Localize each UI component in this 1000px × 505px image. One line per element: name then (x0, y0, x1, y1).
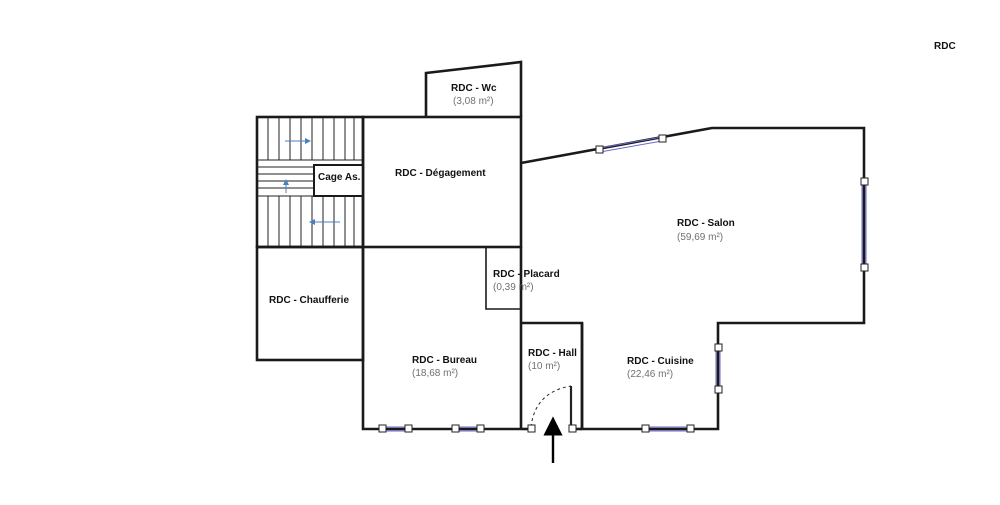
level-label: RDC (934, 41, 956, 52)
room-chaufferie: RDC - Chaufferie (269, 295, 349, 306)
windows (378, 134, 869, 433)
room-wc: RDC - Wc (3,08 m²) (451, 83, 497, 107)
window-bureau-right (451, 424, 485, 433)
window-salon-right (860, 177, 869, 272)
window-cuisine-right (714, 343, 723, 394)
window-bureau-left (378, 424, 413, 433)
room-bureau: RDC - Bureau (18,68 m²) (412, 355, 477, 379)
stair-direction-arrow-icon (283, 138, 340, 225)
door-swing-icon (530, 385, 573, 428)
hall-door-post-left (527, 424, 536, 433)
room-chaufferie-name: RDC - Chaufferie (269, 295, 349, 306)
room-cuisine: RDC - Cuisine (22,46 m²) (627, 356, 694, 380)
room-cage-name: Cage As. (318, 172, 361, 183)
room-hall-name: RDC - Hall (528, 348, 577, 359)
window-salon-top (595, 134, 667, 154)
room-cuisine-name: RDC - Cuisine (627, 356, 694, 367)
room-wc-name: RDC - Wc (451, 83, 497, 94)
stair-treads-top (257, 117, 363, 161)
window-cuisine-bottom (641, 424, 695, 433)
room-salon: RDC - Salon (59,69 m²) (677, 218, 735, 243)
room-bureau-area: (18,68 m²) (412, 368, 458, 379)
room-cuisine-area: (22,46 m²) (627, 369, 673, 380)
room-salon-area: (59,69 m²) (677, 232, 723, 243)
room-placard: RDC - Placard (0,39 m²) (493, 269, 560, 293)
room-salon-name: RDC - Salon (677, 218, 735, 229)
room-wc-area: (3,08 m²) (453, 96, 494, 107)
room-hall-area: (10 m²) (528, 361, 560, 372)
room-degagement: RDC - Dégagement (395, 168, 486, 179)
room-placard-area: (0,39 m²) (493, 282, 534, 293)
room-bureau-name: RDC - Bureau (412, 355, 477, 366)
room-degagement-name: RDC - Dégagement (395, 168, 486, 179)
walls (255, 60, 866, 431)
room-placard-name: RDC - Placard (493, 269, 560, 280)
room-hall: RDC - Hall (10 m²) (528, 348, 577, 372)
hall-door-post-right (568, 424, 577, 433)
